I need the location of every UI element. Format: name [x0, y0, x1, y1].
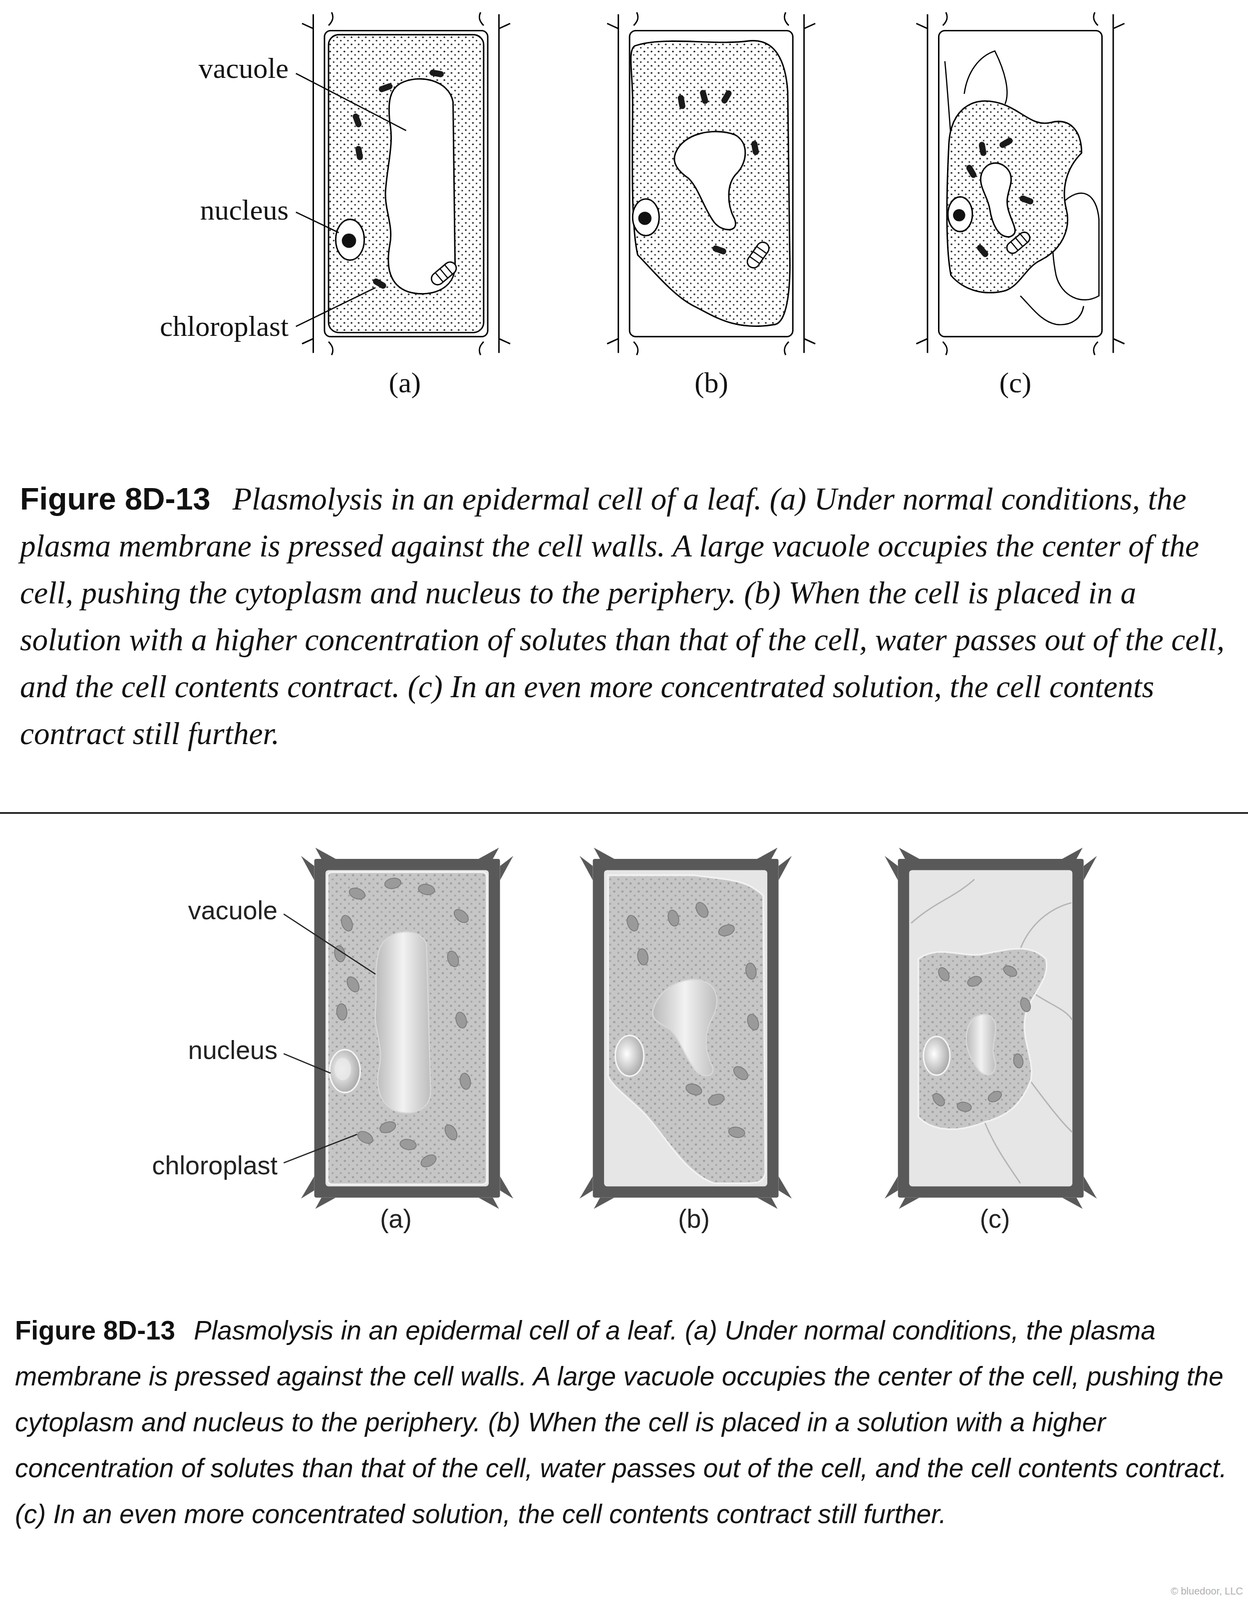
figure-caption: Figure 8D-13Plasmolysis in an epidermal …	[14, 1307, 1239, 1538]
figure-number: Figure 8D-13	[19, 481, 211, 517]
panel-letter: (b)	[694, 366, 729, 400]
part-label: chloroplast	[152, 1151, 278, 1182]
caption-text: Plasmolysis in an epidermal cell of a le…	[19, 481, 1225, 752]
panel-letter: (a)	[379, 1204, 412, 1235]
part-label: vacuole	[198, 51, 289, 86]
part-label: nucleus	[188, 1035, 278, 1066]
part-label: vacuole	[188, 896, 278, 927]
caption-text: Plasmolysis in an epidermal cell of a le…	[14, 1315, 1228, 1530]
panel-letter: (c)	[979, 1204, 1011, 1235]
panel-letter: (a)	[388, 366, 421, 400]
separator-rule	[0, 812, 1248, 815]
part-label: nucleus	[200, 193, 289, 228]
watermark: © bluedoor, LLC	[1170, 1585, 1244, 1598]
figure-number: Figure 8D-13	[14, 1315, 176, 1346]
part-label: chloroplast	[159, 310, 289, 344]
panel-letter: (b)	[677, 1204, 710, 1235]
figure-caption: Figure 8D-13Plasmolysis in an epidermal …	[19, 475, 1239, 758]
panel-letter: (c)	[999, 366, 1032, 400]
